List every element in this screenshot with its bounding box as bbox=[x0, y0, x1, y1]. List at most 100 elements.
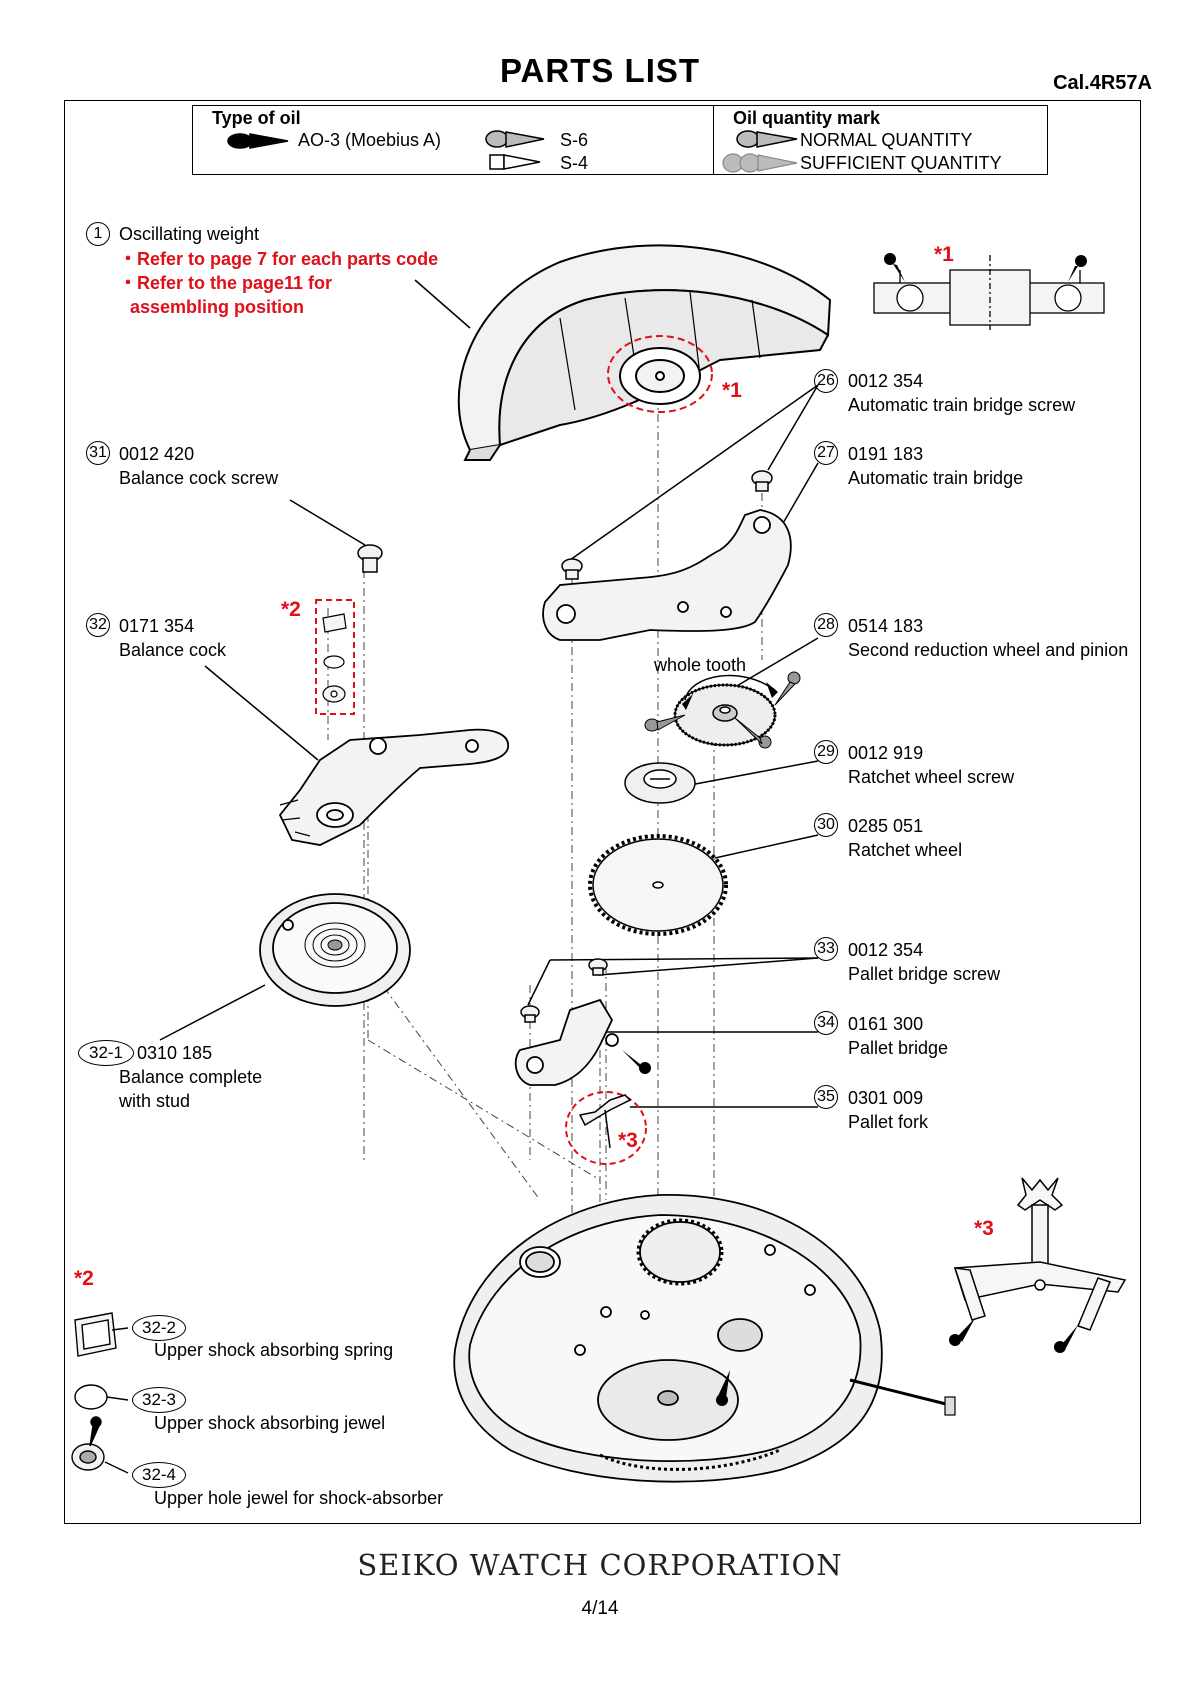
detail-circle-3 bbox=[565, 1091, 647, 1165]
part-number-31: 31 bbox=[86, 441, 110, 465]
part-number-1: 1 bbox=[86, 222, 110, 246]
marker-2-legend: *2 bbox=[74, 1267, 94, 1290]
marker-1-weight: *1 bbox=[722, 379, 742, 402]
upper-shock-spring-icon bbox=[74, 1312, 117, 1357]
upper-hole-jewel-icon bbox=[71, 1416, 105, 1471]
screw-26-left bbox=[561, 558, 583, 580]
part-1-note-2: ・Refer to the page11 for bbox=[119, 273, 333, 293]
oil-legend bbox=[192, 105, 1048, 175]
part-34-code: 0161 300 bbox=[848, 1014, 924, 1034]
pallet-bridge bbox=[514, 998, 619, 1086]
part-31-name: Balance cock screw bbox=[119, 468, 279, 488]
pallet-fork-oil-drops bbox=[949, 1318, 1078, 1353]
part-number-32-4: 32-4 bbox=[132, 1462, 186, 1488]
pallet-bridge-screw-left bbox=[520, 1005, 540, 1023]
part-32-4-name: Upper hole jewel for shock-absorber bbox=[154, 1488, 444, 1508]
caliber-label: Cal.4R57A bbox=[1053, 72, 1152, 94]
part-29-code: 0012 919 bbox=[848, 743, 924, 763]
part-number-28: 28 bbox=[814, 613, 838, 637]
part-34-name: Pallet bridge bbox=[848, 1038, 949, 1058]
ratchet-wheel bbox=[588, 834, 728, 936]
part-32-1-code: 0310 185 bbox=[137, 1043, 213, 1063]
part-number-32-3: 32-3 bbox=[132, 1387, 186, 1413]
part-35-code: 0301 009 bbox=[848, 1088, 924, 1108]
oil-s6-label: S-6 bbox=[560, 130, 589, 150]
detail-circle-1 bbox=[607, 335, 713, 413]
balance-wheel bbox=[259, 893, 411, 1007]
ratchet-wheel-screw bbox=[624, 762, 696, 804]
normal-quantity-label: NORMAL QUANTITY bbox=[800, 130, 973, 150]
automatic-train-bridge bbox=[542, 509, 792, 641]
part-28-code: 0514 183 bbox=[848, 616, 924, 636]
part-27-code: 0191 183 bbox=[848, 444, 924, 464]
balance-cock-screw bbox=[357, 544, 383, 573]
whole-tooth-label: whole tooth bbox=[654, 655, 747, 675]
part-number-35: 35 bbox=[814, 1085, 838, 1109]
part-number-32: 32 bbox=[86, 613, 110, 637]
part-33-name: Pallet bridge screw bbox=[848, 964, 1001, 984]
part-30-code: 0285 051 bbox=[848, 816, 924, 836]
part-32-name: Balance cock bbox=[119, 640, 227, 660]
part-32-1-name-2: with stud bbox=[119, 1091, 191, 1111]
pallet-bridge-screw-right bbox=[588, 958, 608, 976]
part-33-code: 0012 354 bbox=[848, 940, 924, 960]
assembly-axes bbox=[319, 378, 763, 1290]
part-number-29: 29 bbox=[814, 740, 838, 764]
part-31-code: 0012 420 bbox=[119, 444, 195, 464]
whole-tooth-arrow-left bbox=[682, 694, 693, 710]
part-28-name: Second reduction wheel and pinion bbox=[848, 640, 1129, 660]
part-1-note-3: assembling position bbox=[130, 297, 305, 317]
part-26-code: 0012 354 bbox=[848, 371, 924, 391]
small-parts-leaders bbox=[104, 1327, 129, 1474]
oil-ao3-icon bbox=[227, 133, 289, 149]
oil-s6-icon bbox=[485, 130, 545, 148]
part-number-30: 30 bbox=[814, 813, 838, 837]
leader-lines bbox=[159, 279, 819, 1108]
detail-box-2 bbox=[315, 599, 355, 715]
second-reduction-wheel bbox=[673, 683, 777, 747]
sufficient-quantity-icon bbox=[722, 153, 798, 173]
sufficient-quantity-label: SUFFICIENT QUANTITY bbox=[800, 153, 1002, 173]
part-32-3-name: Upper shock absorbing jewel bbox=[154, 1413, 386, 1433]
pallet-bridge-oil-drop bbox=[622, 1050, 651, 1074]
part-1-name: Oscillating weight bbox=[119, 224, 260, 244]
part-26-name: Automatic train bridge screw bbox=[848, 395, 1076, 415]
normal-quantity-icon bbox=[736, 130, 798, 148]
wheel-28-oil-drops bbox=[644, 671, 801, 749]
marker-2-box: *2 bbox=[281, 598, 301, 621]
part-30-name: Ratchet wheel bbox=[848, 840, 963, 860]
whole-tooth-arc bbox=[684, 674, 776, 701]
oscillating-weight bbox=[457, 244, 832, 461]
part-32-1-name: Balance complete bbox=[119, 1067, 263, 1087]
main-movement bbox=[453, 1194, 956, 1483]
part-32-code: 0171 354 bbox=[119, 616, 195, 636]
part-number-34: 34 bbox=[814, 1011, 838, 1035]
detail-1-oil-drops bbox=[884, 253, 1087, 282]
marker-3-fork: *3 bbox=[618, 1129, 638, 1152]
whole-tooth-arrow-right bbox=[766, 682, 778, 698]
oil-ao3-label: AO-3 (Moebius A) bbox=[298, 130, 442, 150]
marker-1-detail: *1 bbox=[934, 243, 954, 266]
part-32-2-name: Upper shock absorbing spring bbox=[154, 1340, 394, 1360]
pallet-fork bbox=[578, 1094, 632, 1149]
oil-type-heading: Type of oil bbox=[212, 108, 301, 128]
corporation-name: SEIKO WATCH CORPORATION bbox=[357, 1548, 843, 1582]
balance-cock bbox=[278, 728, 509, 846]
part-number-26: 26 bbox=[814, 369, 838, 393]
page-title: PARTS LIST bbox=[499, 52, 701, 89]
part-1-note-1: ・Refer to page 7 for each parts code bbox=[119, 249, 439, 269]
movement-oil-drop bbox=[716, 1370, 730, 1406]
part-number-32-2: 32-2 bbox=[132, 1315, 186, 1341]
upper-shock-jewel-icon bbox=[74, 1384, 108, 1410]
part-number-32-1: 32-1 bbox=[78, 1040, 134, 1066]
part-number-27: 27 bbox=[814, 441, 838, 465]
legend-divider bbox=[713, 106, 714, 174]
oil-s4-label: S-4 bbox=[560, 153, 589, 173]
diagram-frame bbox=[64, 100, 1141, 1524]
page-number: 4/14 bbox=[581, 1598, 619, 1619]
part-number-33: 33 bbox=[814, 937, 838, 961]
part-35-name: Pallet fork bbox=[848, 1112, 929, 1132]
part-27-name: Automatic train bridge bbox=[848, 468, 1024, 488]
oil-s4-icon bbox=[489, 154, 541, 170]
